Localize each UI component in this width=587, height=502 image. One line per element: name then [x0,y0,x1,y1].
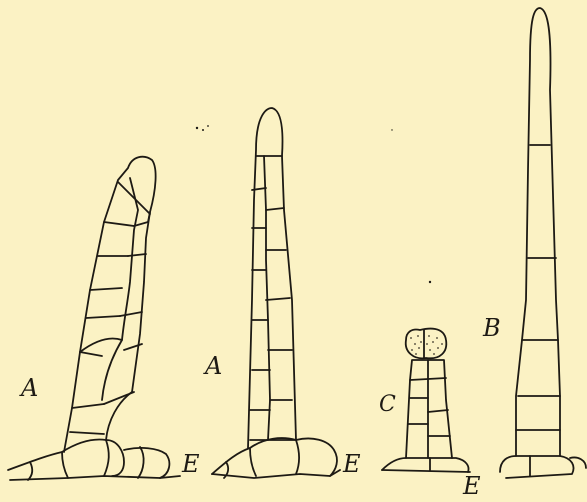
stipple-dots [410,335,443,355]
label-c: C [379,394,396,416]
specks [196,125,431,283]
label-e-1: E [182,452,200,476]
label-e-3: E [463,474,481,498]
hair-a-left [8,157,180,480]
label-a-middle: A [205,354,222,378]
label-e-2: E [343,452,361,476]
hair-b [500,8,586,478]
label-b: B [483,316,501,340]
label-a-left: A [21,376,38,400]
hair-a-middle [212,108,340,478]
